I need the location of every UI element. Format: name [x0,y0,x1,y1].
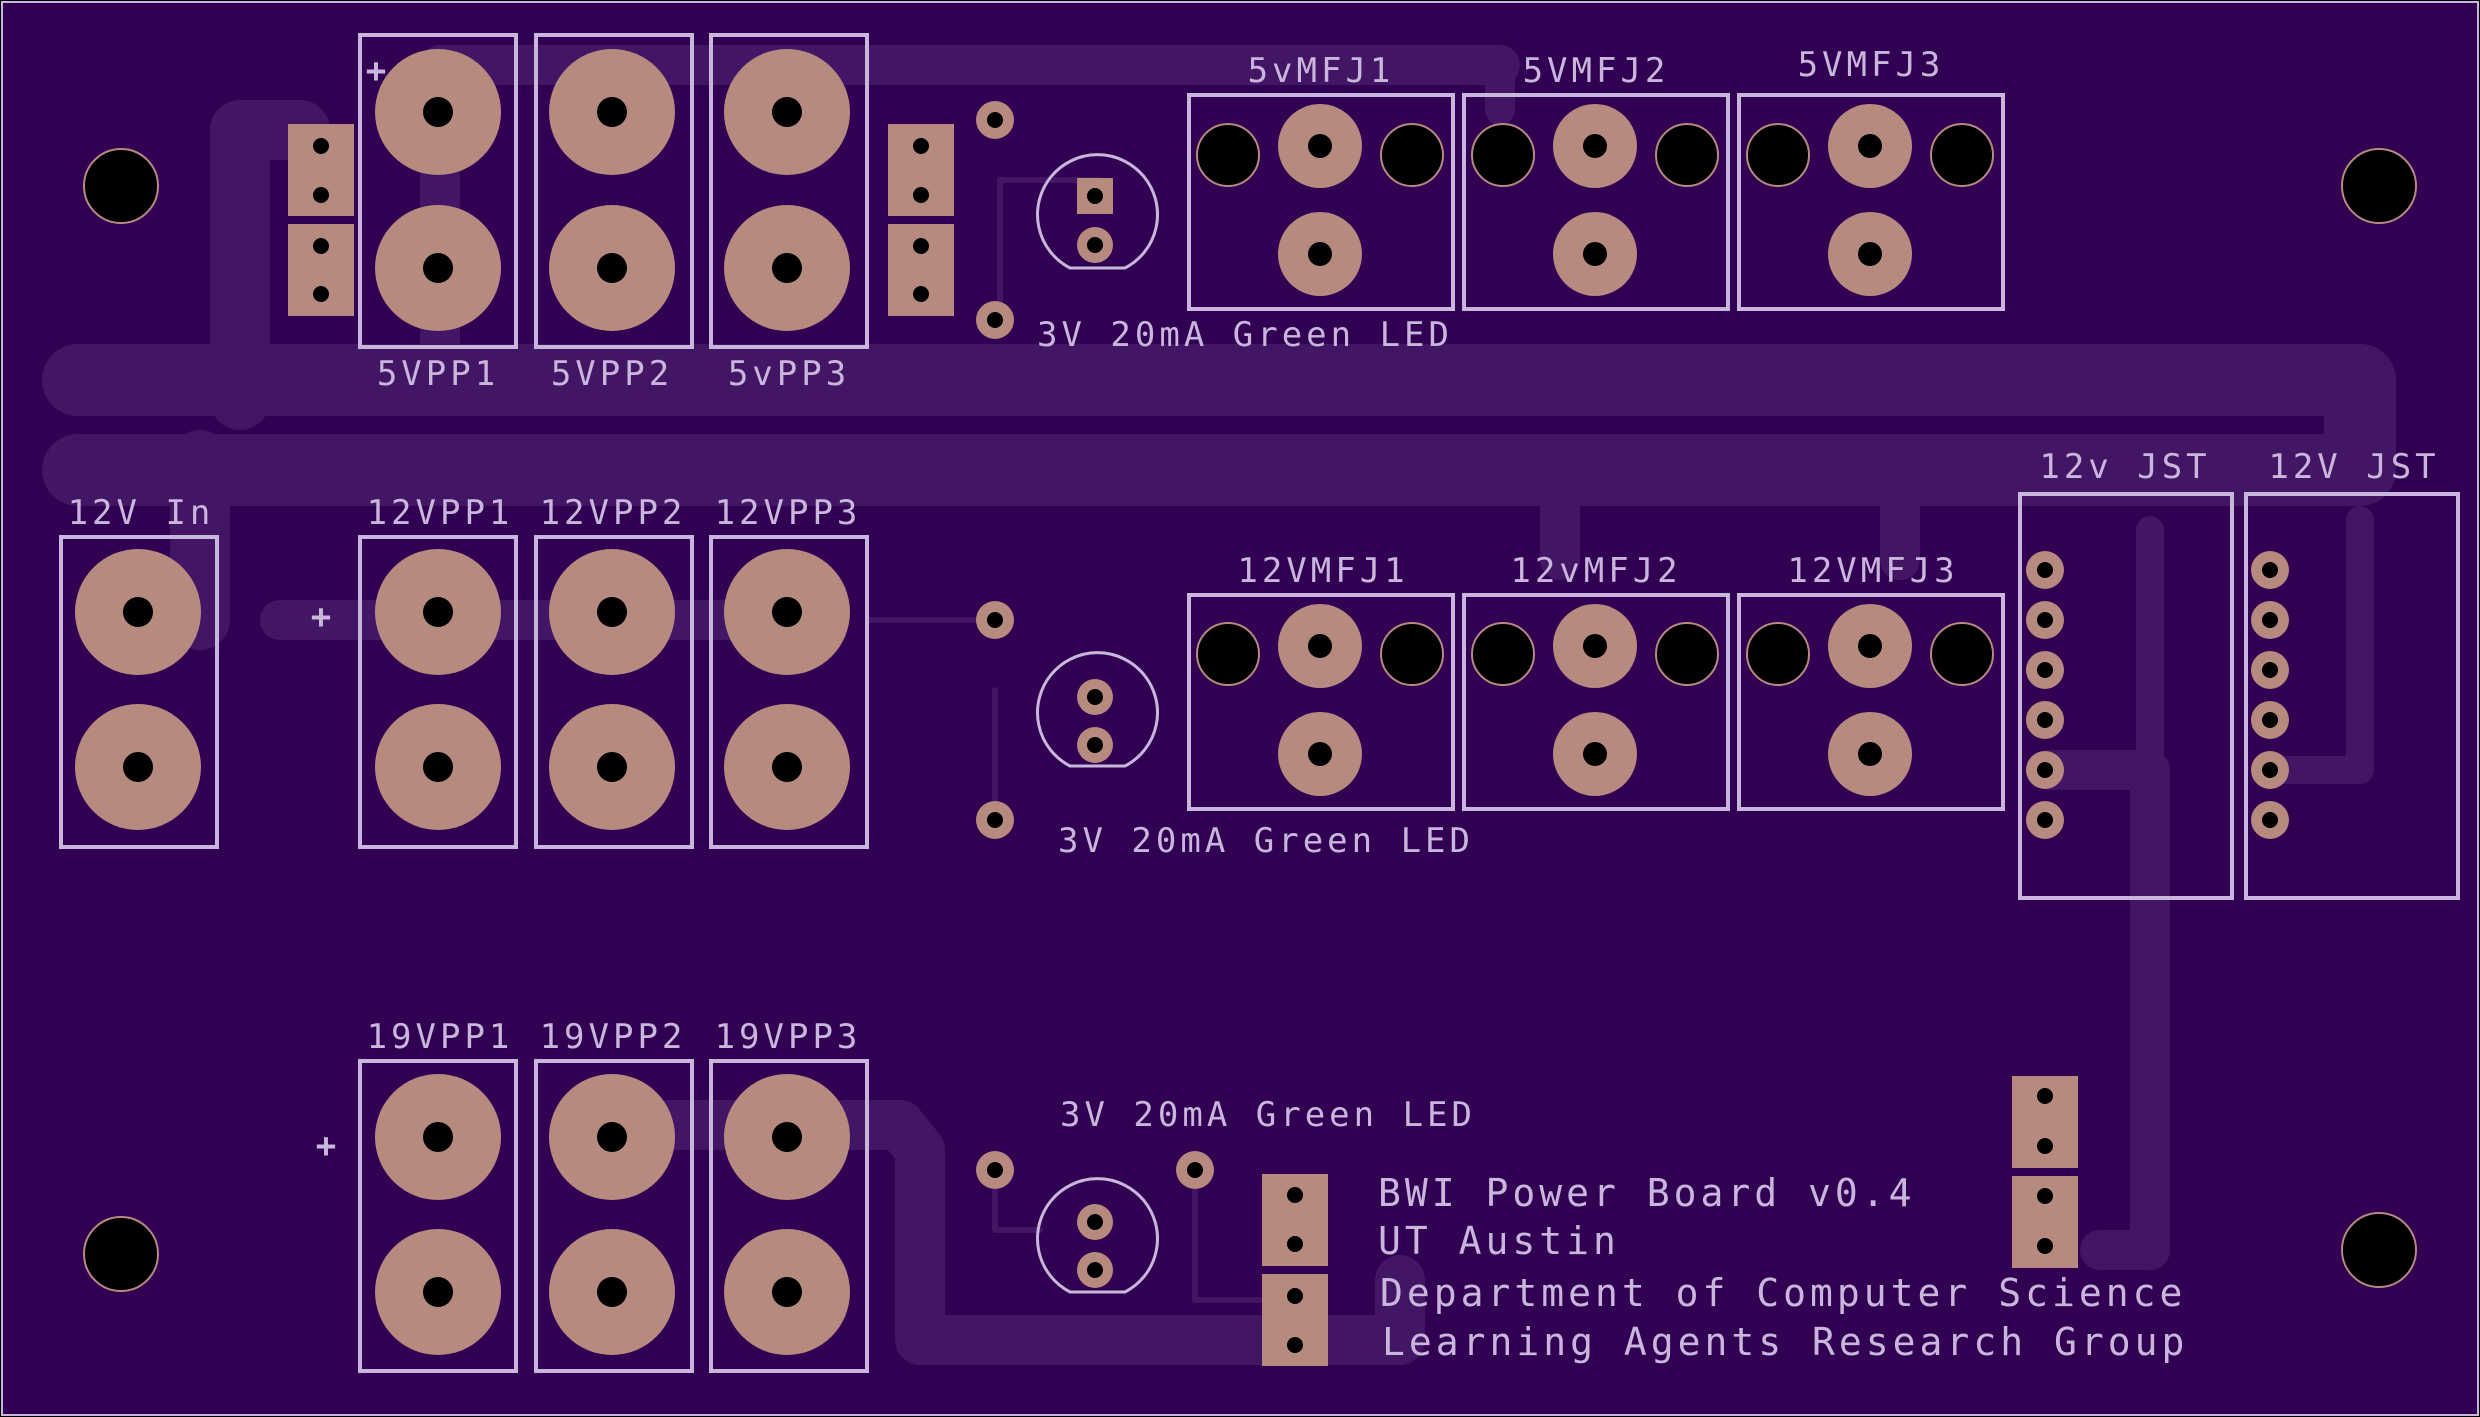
jst-connector-1 [2018,492,2234,900]
label-19vpp3: 19VPP3 [715,1017,862,1057]
mounting-holes [83,148,2417,1292]
header-5v-right [888,124,954,316]
label-5vmfj2: 5VMFJ2 [1523,51,1670,91]
label-12v-in: 12V In [68,493,215,533]
post-19vpp2 [534,1059,694,1373]
header-pads [288,124,2078,1366]
jack-5vmfj1 [1187,93,1455,311]
label-5vmfj1: 5vMFJ1 [1248,51,1395,91]
label-jst-2: 12V JST [2268,447,2439,487]
label-jst-1: 12v JST [2039,447,2210,487]
jst-connectors [2018,492,2460,900]
led-5v [976,101,1159,339]
label-12vpp1: 12VPP1 [367,493,514,533]
jack-12vmfj1 [1187,593,1455,811]
label-5vpp2: 5VPP2 [551,354,673,394]
label-19vpp2: 19VPP2 [540,1017,687,1057]
label-12vpp3: 12VPP3 [715,493,862,533]
label-led-5v: 3V 20mA Green LED [1037,315,1453,355]
board-title-line-1: BWI Power Board v0.4 [1378,1171,1916,1215]
post-12vpp1 [358,535,518,849]
mounting-hole-bottom-left [83,1216,159,1292]
led-12v [976,601,1159,839]
plus-sign-19v: + [316,1126,340,1166]
label-led-12v: 3V 20mA Green LED [1058,821,1474,861]
post-5vpp2 [534,33,694,349]
post-12v-in [59,535,219,849]
led-19v [976,1151,1214,1294]
plus-sign-12v: + [311,597,335,637]
label-5vpp3: 5vPP3 [728,354,850,394]
barrel-jacks [1187,93,2005,811]
mounting-hole-bottom-right [2341,1212,2417,1288]
label-12vpp2: 12VPP2 [540,493,687,533]
jack-12vmfj2 [1462,593,1730,811]
label-12vmfj3: 12VMFJ3 [1787,551,1958,591]
power-posts [59,33,869,1373]
label-12vmfj2: 12vMFJ2 [1510,551,1681,591]
label-led-19v: 3V 20mA Green LED [1060,1095,1476,1135]
board-title-line-3: Department of Computer Science [1380,1271,2186,1315]
post-12vpp2 [534,535,694,849]
jack-12vmfj3 [1737,593,2005,811]
led-circuits [976,101,1214,1294]
header-5v-left [288,124,354,316]
plus-sign-5v: + [366,51,390,91]
header-bottom-right [2012,1076,2078,1268]
label-19vpp1: 19VPP1 [367,1017,514,1057]
silkscreen-labels: + + + 5VPP1 5VPP2 5vPP3 12V In 12VPP1 12… [68,45,2439,1364]
board-title-line-4: Learning Agents Research Group [1382,1320,2188,1364]
label-12vmfj1: 12VMFJ1 [1237,551,1408,591]
board-title-line-2: UT Austin [1378,1219,1620,1263]
label-5vpp1: 5VPP1 [377,354,499,394]
post-19vpp1 [358,1059,518,1373]
jack-5vmfj3 [1737,93,2005,311]
header-bottom-center [1262,1174,1328,1366]
post-19vpp3 [709,1059,869,1373]
mounting-hole-top-left [83,148,159,224]
label-5vmfj3: 5VMFJ3 [1798,45,1945,85]
jack-5vmfj2 [1462,93,1730,311]
post-5vpp1 [358,33,518,349]
post-12vpp3 [709,535,869,849]
post-5vpp3 [709,33,869,349]
jst-connector-2 [2244,492,2460,900]
mounting-hole-top-right [2341,148,2417,224]
